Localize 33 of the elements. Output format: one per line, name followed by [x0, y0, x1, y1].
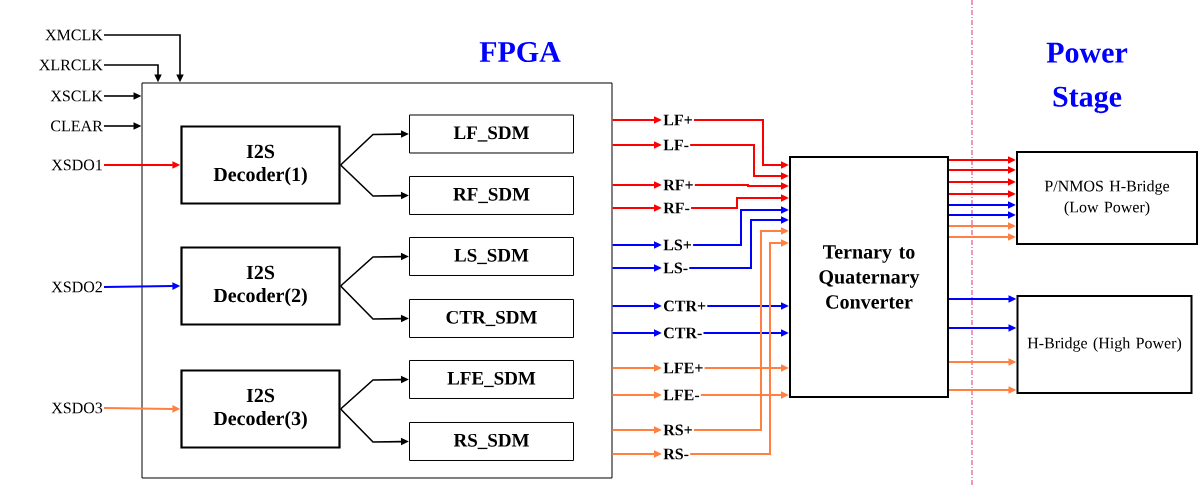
signal-label: RS-	[663, 448, 689, 460]
sdm-box: LF_SDM	[409, 114, 574, 154]
signal-label: RS+	[663, 424, 692, 436]
decoder-box: I2S Decoder(2)	[180, 246, 341, 326]
signal-label: LF+	[663, 114, 692, 126]
sdm-box: CTR_SDM	[409, 299, 574, 338]
signal-label: CLEAR	[51, 120, 103, 132]
signal-label: LFE-	[663, 389, 700, 401]
signal-label: CTR+	[664, 300, 706, 312]
node-label: FPGA	[479, 41, 561, 63]
signal-label: XSDO3	[51, 402, 103, 414]
sdm-box: LS_SDM	[409, 237, 574, 276]
h-bridge-box: H-Bridge (High Power)	[1016, 295, 1193, 394]
sdm-box: LFE_SDM	[409, 360, 574, 399]
converter-box: Ternary to Quaternary Converter	[789, 156, 949, 398]
signal-label: XSDO1	[51, 159, 102, 171]
signal-label: RF+	[663, 179, 693, 191]
sdm-box: RS_SDM	[409, 422, 574, 461]
decoder-box: I2S Decoder(3)	[180, 369, 341, 449]
signal-label: LFE+	[663, 362, 703, 374]
section-title: Power Stage	[1046, 42, 1128, 114]
signal-label: XSCLK	[50, 90, 103, 102]
decoder-box: I2S Decoder(1)	[180, 125, 341, 205]
signal-label: XSDO2	[51, 281, 102, 293]
signal-label: CTR-	[664, 327, 702, 339]
signal-label: LS+	[663, 239, 692, 251]
signal-label: LF-	[663, 139, 689, 151]
signal-label: LS-	[663, 262, 688, 274]
signal-label: RF-	[663, 202, 690, 214]
signal-label: XMCLK	[45, 29, 103, 41]
h-bridge-box: P/NMOS H-Bridge (Low Power)	[1016, 151, 1198, 245]
signal-label: XLRCLK	[39, 59, 103, 71]
sdm-box: RF_SDM	[409, 176, 574, 215]
